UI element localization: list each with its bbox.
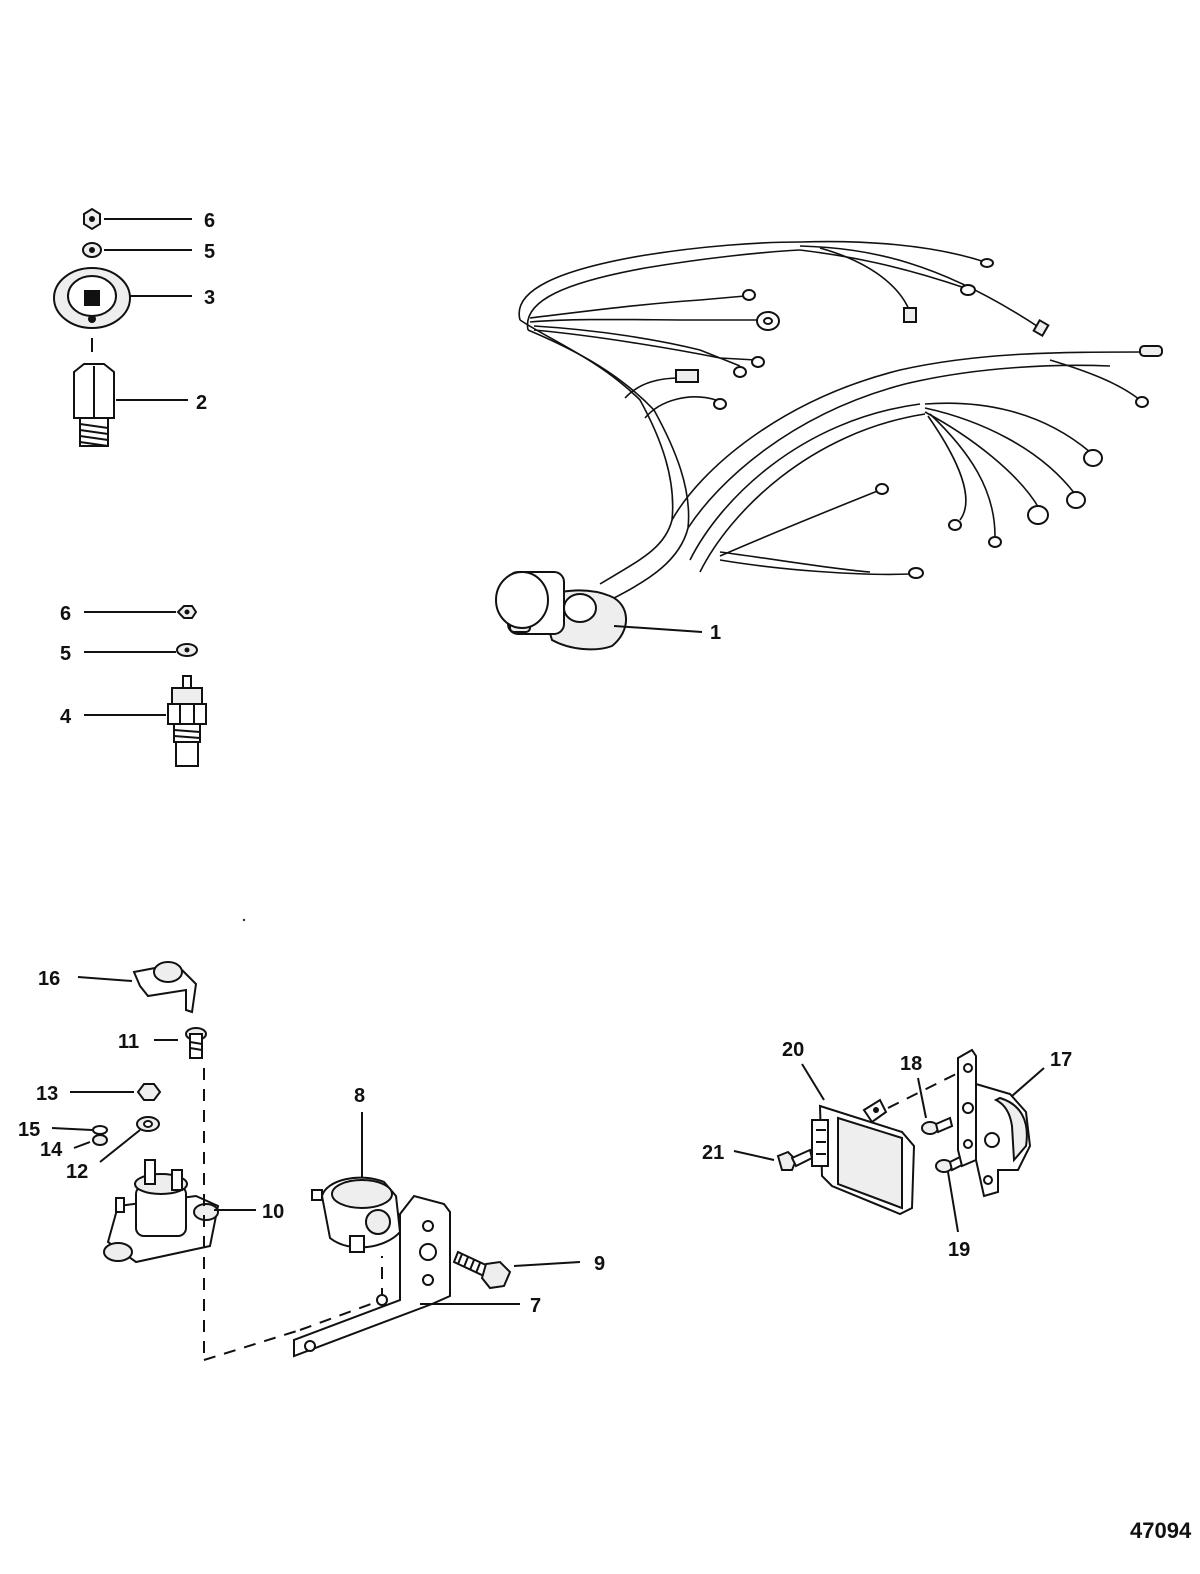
callout-14: 14	[40, 1139, 63, 1161]
callout-11: 11	[118, 1031, 139, 1053]
screw-11	[185, 1027, 207, 1059]
callout-1: 1	[710, 622, 721, 644]
callout-6-mid: 6	[60, 603, 71, 625]
nut-6-mid	[176, 605, 198, 619]
callout-15: 15	[18, 1119, 40, 1141]
nut-6-top	[83, 207, 101, 231]
callout-12: 12	[66, 1161, 88, 1183]
figure-number: 47094	[1130, 1518, 1192, 1543]
callout-3: 3	[204, 287, 215, 309]
bracket-7	[293, 1194, 451, 1358]
nut-14	[92, 1134, 108, 1146]
callout-5-mid: 5	[60, 643, 71, 665]
lockwasher-5-mid	[176, 643, 198, 657]
callout-2: 2	[196, 392, 207, 414]
washer-15	[92, 1125, 108, 1135]
callout-8: 8	[354, 1085, 365, 1107]
regulator-bracket-17	[957, 1048, 1032, 1198]
callout-6-top: 6	[204, 210, 215, 232]
switch-8	[311, 1176, 402, 1253]
callout-20: 20	[782, 1039, 804, 1061]
callout-9: 9	[594, 1253, 605, 1275]
nut-13	[136, 1083, 162, 1101]
voltage-regulator-20	[811, 1098, 916, 1216]
screw-18	[921, 1116, 954, 1135]
solenoid-10	[103, 1159, 220, 1264]
callout-4: 4	[60, 706, 72, 728]
lockwasher-5-top	[82, 242, 102, 258]
lockwasher-12	[136, 1116, 160, 1132]
cover-16	[132, 961, 198, 1014]
temperature-sender-4	[167, 675, 207, 767]
screw-9	[452, 1250, 512, 1290]
oil-pressure-sender-3	[53, 267, 131, 329]
callout-16: 16	[38, 968, 60, 990]
callout-7: 7	[530, 1295, 541, 1317]
callout-10: 10	[262, 1201, 284, 1223]
callout-18: 18	[900, 1053, 922, 1075]
callout-5-top: 5	[204, 241, 215, 263]
callout-13: 13	[36, 1083, 58, 1105]
adaptor-fitting-2	[73, 363, 115, 447]
callout-19: 19	[948, 1239, 970, 1261]
screw-21	[776, 1148, 814, 1171]
callout-17: 17	[1050, 1049, 1072, 1071]
callout-21: 21	[702, 1142, 724, 1164]
wiring-harness-1	[495, 240, 1163, 651]
